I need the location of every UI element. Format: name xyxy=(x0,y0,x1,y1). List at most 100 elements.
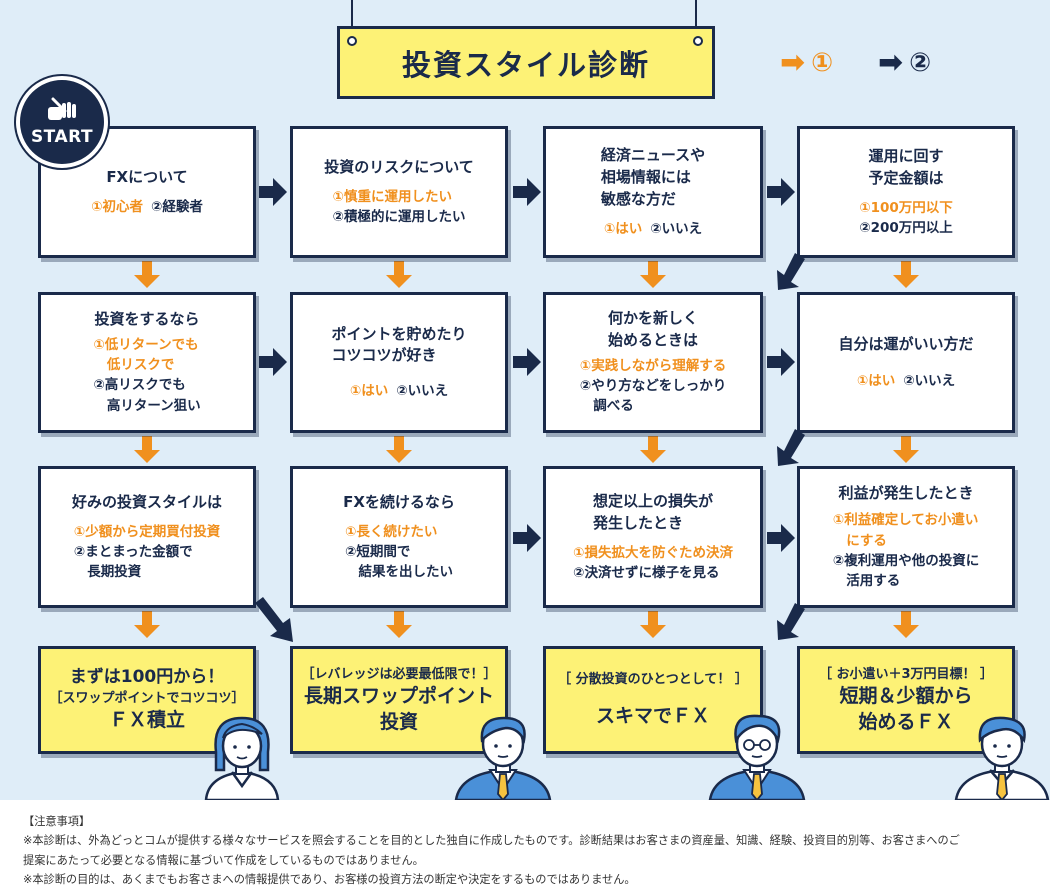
flow-arrows xyxy=(134,178,919,642)
arrow-right-icon: ➡ xyxy=(780,45,806,80)
option-1: ①損失拡大を防ぐため決済 xyxy=(573,544,733,561)
option-1: ①100万円以下 xyxy=(859,199,953,216)
question-text: 自分は運がいい方だ xyxy=(838,334,974,353)
option-2: ②やり方などをしっかり 調べる xyxy=(579,378,727,415)
option-1: ①実践しながら理解する xyxy=(579,357,727,374)
arrow-right-2 xyxy=(513,178,541,206)
arrow-right-7 xyxy=(513,524,541,552)
pin-icon xyxy=(693,36,703,46)
question-box-8: 自分は運がいい方だ ①はい ②いいえ xyxy=(797,292,1015,433)
option-2: ②決済せずに様子を見る xyxy=(573,564,720,581)
result-box-2: ［レバレッジは必要最低限で！］ 長期スワップポイント 投資 xyxy=(290,646,508,754)
arrow-right-1 xyxy=(259,178,287,206)
question-box-4: 運用に回す 予定金額は ①100万円以下 ②200万円以上 xyxy=(797,126,1015,258)
man-suit-avatar-icon xyxy=(454,716,552,800)
option-2: ②いいえ xyxy=(650,220,703,237)
result-tag: ［レバレッジは必要最低限で！］ xyxy=(301,666,497,682)
result-lead: まずは100円から！ xyxy=(69,666,225,687)
legend-option-1: ➡ ① xyxy=(780,45,834,80)
option-1: ①長く続けたい xyxy=(345,523,438,540)
arrow-down-9 xyxy=(134,611,160,638)
page-title: 投資スタイル診断 xyxy=(337,26,715,99)
question-text: FXを続けるなら xyxy=(343,492,455,511)
legend-option-2: ➡ ② xyxy=(878,45,932,80)
question-box-7: 何かを新しく 始めるときは ①実践しながら理解する ②やり方などをしっかり 調べ… xyxy=(543,292,763,433)
start-badge: START xyxy=(16,76,108,168)
question-text: 好みの投資スタイルは xyxy=(71,492,222,511)
question-text: 投資をするなら xyxy=(94,310,200,329)
question-box-9: 好みの投資スタイルは ①少額から定期買付投資 ②まとまった金額で 長期投資 xyxy=(38,466,256,608)
question-text: 利益が発生したとき xyxy=(838,483,974,502)
question-box-10: FXを続けるなら ①長く続けたい ②短期間で 結果を出したい xyxy=(290,466,508,608)
question-text: 経済ニュースや 相場情報には 敏感な方だ xyxy=(600,146,706,208)
result-tag: ［ お小遣い＋3万円目標！ ］ xyxy=(818,666,994,682)
question-box-2: 投資のリスクについて ①慎重に運用したい ②積極的に運用したい xyxy=(290,126,508,258)
legend-label: ② xyxy=(909,48,932,78)
option-2: ②積極的に運用したい xyxy=(332,208,466,225)
option-1: ①慎重に運用したい xyxy=(332,188,452,205)
notes-line: 提案にあたって必要となる情報に基づいて作成をしているものではありません。 xyxy=(23,853,424,867)
option-1: ①利益確定してお小遣い にする xyxy=(832,512,979,549)
option-2: ②いいえ xyxy=(903,373,956,390)
arrow-down-7 xyxy=(640,436,666,463)
arrow-diag-4 xyxy=(255,597,293,642)
result-tag: ［スワップポイントでコツコツ］ xyxy=(49,690,245,706)
arrow-right-8 xyxy=(767,524,795,552)
arrow-down-4 xyxy=(893,261,919,288)
option-2: ②いいえ xyxy=(396,383,449,400)
option-1: ①低リターンでも 低リスクで xyxy=(93,336,199,374)
result-box-3: ［ 分散投資のひとつとして！ ］ スキマでＦＸ xyxy=(543,646,763,754)
option-2: ②200万円以上 xyxy=(859,219,953,236)
option-1: ①少額から定期買付投資 xyxy=(73,523,221,540)
arrow-right-5 xyxy=(513,348,541,376)
result-title: 長期スワップポイント 投資 xyxy=(303,685,494,733)
option-1: ①はい xyxy=(856,373,896,390)
result-title: 短期＆少額から 始めるＦＸ xyxy=(839,685,973,733)
question-text: 運用に回す 予定金額は xyxy=(868,147,944,187)
arrow-down-3 xyxy=(640,261,666,288)
man-glasses-avatar-icon xyxy=(708,714,806,800)
notes-heading: 【注意事項】 xyxy=(23,815,91,828)
question-box-11: 想定以上の損失が 発生したとき ①損失拡大を防ぐため決済 ②決済せずに様子を見る xyxy=(543,466,763,608)
arrow-down-1 xyxy=(134,261,160,288)
question-box-5: 投資をするなら ①低リターンでも 低リスクで ②高リスクでも 高リターン狙い xyxy=(38,292,256,433)
arrow-right-icon: ➡ xyxy=(878,45,904,80)
arrow-diag-1 xyxy=(777,253,805,290)
arrow-down-8 xyxy=(893,436,919,463)
question-box-3: 経済ニュースや 相場情報には 敏感な方だ ①はい ②いいえ xyxy=(543,126,763,258)
writing-hand-icon xyxy=(48,97,76,120)
arrow-down-11 xyxy=(640,611,666,638)
arrow-right-3 xyxy=(767,178,795,206)
question-text: 想定以上の損失が 発生したとき xyxy=(592,492,713,532)
question-box-12: 利益が発生したとき ①利益確定してお小遣い にする ②複利運用や他の投資に 活用… xyxy=(797,466,1015,608)
question-box-6: ポイントを貯めたり コツコツが好き ①はい ②いいえ xyxy=(290,292,508,433)
arrow-down-12 xyxy=(893,611,919,638)
option-2: ②複利運用や他の投資に 活用する xyxy=(832,552,980,590)
option-2: ②まとまった金額で 長期投資 xyxy=(73,543,193,580)
result-tag: ［ 分散投資のひとつとして！ ］ xyxy=(558,672,748,688)
arrow-down-2 xyxy=(386,261,412,288)
question-text: ポイントを貯めたり コツコツが好き xyxy=(331,324,467,365)
option-2: ②経験者 xyxy=(151,198,203,215)
question-text: 投資のリスクについて xyxy=(324,157,474,176)
hanging-string-right xyxy=(695,0,697,41)
start-label: START xyxy=(30,127,94,147)
disclaimer-notes: 【注意事項】 ※本診断は、外為どっとコムが提供する様々なサービスを照会することを… xyxy=(23,812,1033,889)
arrow-diag-3 xyxy=(777,603,805,640)
pin-icon xyxy=(347,36,357,46)
arrow-right-4 xyxy=(259,348,287,376)
notes-line: ※本診断は、外為どっとコムが提供する様々なサービスを照会することを目的とした独自… xyxy=(23,834,960,848)
result-title: スキマでＦＸ xyxy=(595,704,710,727)
woman-avatar-icon xyxy=(204,716,280,800)
man-shirt-avatar-icon xyxy=(954,716,1050,800)
question-box-1: FXについて ①初心者 ②経験者 xyxy=(38,126,256,258)
option-1: ①はい xyxy=(349,383,389,400)
question-text: 何かを新しく 始めるときは xyxy=(607,309,698,350)
question-text: FXについて xyxy=(106,168,188,186)
legend-label: ① xyxy=(811,48,834,78)
arrow-down-10 xyxy=(386,611,412,638)
notes-line: ※本診断の目的は、あくまでもお客さまへの情報提供であり、お客様の投資方法の断定や… xyxy=(23,872,636,886)
option-2: ②高リスクでも 高リターン狙い xyxy=(93,377,201,414)
option-1: ①はい xyxy=(603,220,643,237)
option-1: ①初心者 xyxy=(91,198,143,215)
